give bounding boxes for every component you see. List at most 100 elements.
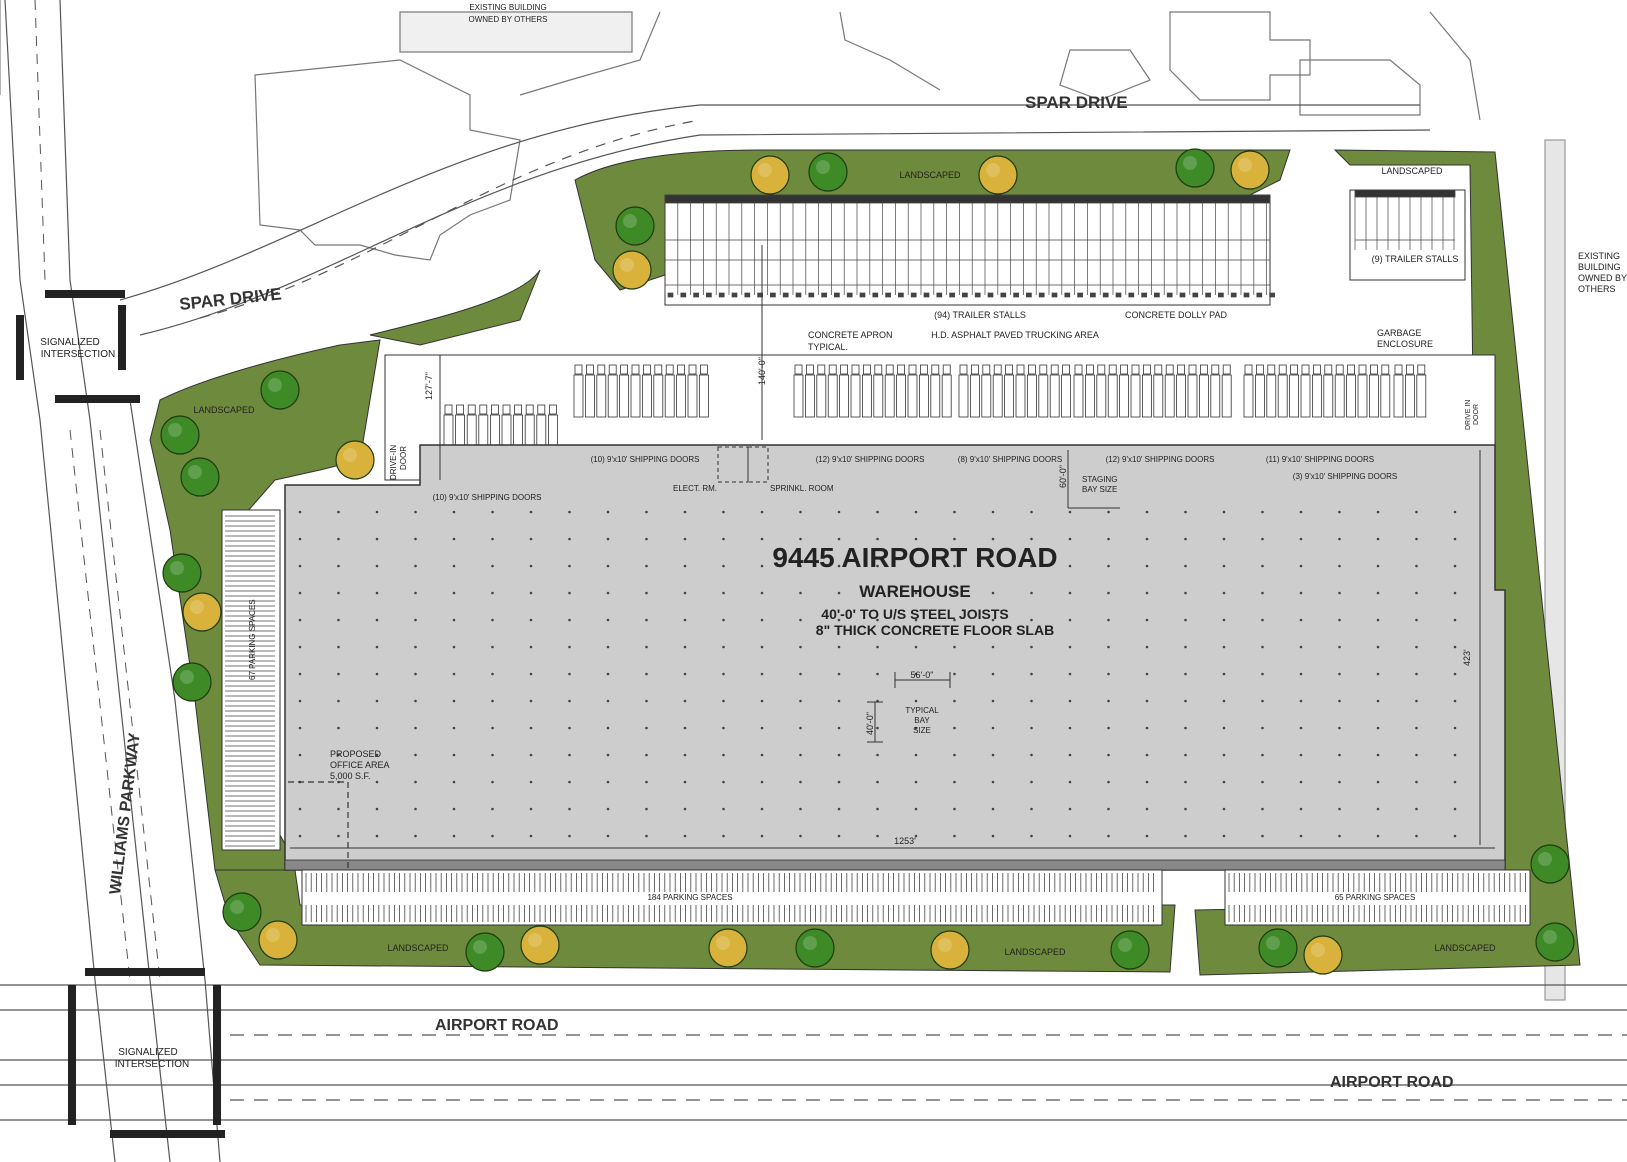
column-dot — [1145, 618, 1149, 622]
column-dot — [1184, 645, 1187, 649]
column-dot — [1338, 753, 1341, 757]
truck-cab — [1050, 364, 1059, 375]
truck-cab — [1267, 364, 1276, 375]
column-dot — [414, 510, 417, 514]
concrete-apron-label-2: TYPICAL. — [808, 342, 848, 352]
column-dot — [1453, 618, 1457, 622]
column-dot — [1338, 645, 1341, 649]
truck-trailer — [816, 374, 827, 418]
column-dot — [799, 510, 802, 514]
column-dot — [876, 645, 879, 649]
column-dot — [1415, 834, 1418, 838]
column-dot — [876, 672, 879, 676]
existing-right-4: OTHERS — [1578, 284, 1616, 294]
column-dot — [1222, 564, 1226, 568]
truck-trailer — [1038, 374, 1049, 418]
column-dot — [1376, 726, 1380, 730]
trailer-stalls-main — [0, 0, 1271, 286]
truck-trailer — [1334, 374, 1345, 418]
crosswalks — [16, 290, 225, 1138]
column-dot — [606, 699, 610, 703]
column-dot — [1222, 591, 1226, 595]
truck-trailer — [850, 374, 861, 418]
truck-trailer — [1015, 374, 1026, 418]
truck-cab — [1313, 364, 1321, 375]
dolly-pad-mark — [859, 292, 866, 298]
existing-right-3: OWNED BY — [1578, 273, 1627, 283]
column-dot — [645, 564, 648, 568]
left-depth-dim: 127'-7" — [424, 372, 434, 400]
green-tree — [465, 932, 505, 972]
column-dot — [414, 618, 417, 622]
truck-cab — [1131, 364, 1140, 375]
shipping-doors-10a: (10) 9'x10' SHIPPING DOORS — [591, 455, 700, 464]
column-dot — [1068, 645, 1072, 649]
staging-depth-dim: 60'-0" — [1058, 465, 1068, 488]
column-dot — [491, 807, 494, 811]
dolly-pad-mark — [1051, 292, 1058, 298]
column-dot — [683, 807, 687, 811]
column-dot — [1376, 699, 1380, 703]
column-dot — [1261, 753, 1264, 757]
column-dot — [1107, 780, 1110, 784]
column-dot — [876, 726, 879, 730]
column-dot — [1453, 564, 1457, 568]
column-dot — [953, 672, 956, 676]
column-dot — [375, 564, 379, 568]
drive-in-right-2: DOOR — [1473, 404, 1480, 425]
column-dot — [1030, 807, 1033, 811]
column-dot — [760, 834, 764, 838]
truck-trailer — [1164, 374, 1175, 418]
column-dot — [876, 510, 879, 514]
column-dot — [953, 753, 956, 757]
column-dot — [645, 591, 648, 595]
truck-trailer — [1266, 374, 1277, 418]
column-dot — [568, 672, 571, 676]
column-dot — [1338, 618, 1341, 622]
column-dot — [914, 564, 918, 568]
truck-cab — [1358, 364, 1367, 375]
shipping-doors-12a: (12) 9'x10' SHIPPING DOORS — [816, 455, 925, 464]
truck-trailer — [958, 374, 969, 418]
site-spec-2: 8" THICK CONCRETE FLOOR SLAB — [816, 622, 1054, 638]
landscaped-label-bottom-1: LANDSCAPED — [387, 943, 449, 953]
column-dot — [953, 618, 956, 622]
truck-cab — [971, 364, 979, 375]
dolly-pad-mark — [949, 292, 955, 298]
yellow-tree — [182, 592, 222, 632]
bay-size-marker — [867, 672, 951, 743]
column-dot — [375, 510, 379, 514]
truck-trailer — [642, 374, 652, 418]
column-dot — [491, 537, 494, 541]
column-dot — [799, 834, 802, 838]
column-dot — [837, 834, 841, 838]
column-dot — [1299, 645, 1303, 649]
column-dot — [1030, 672, 1033, 676]
yellow-tree — [335, 440, 375, 480]
truck-cab — [1120, 364, 1128, 375]
landscaped-label-left: LANDSCAPED — [193, 405, 255, 415]
column-dot — [1338, 807, 1341, 811]
column-dot — [1261, 591, 1264, 595]
column-dot — [1261, 510, 1264, 514]
existing-right-2: BUILDING — [1578, 262, 1621, 272]
column-dot — [375, 591, 379, 595]
truck-cab — [514, 404, 522, 415]
tree-highlight — [473, 940, 487, 954]
column-dot — [1068, 618, 1072, 622]
column-dot — [1261, 618, 1264, 622]
column-dot — [1184, 591, 1187, 595]
truck-cab — [1347, 364, 1355, 375]
column-dot — [645, 537, 648, 541]
column-dot — [722, 510, 725, 514]
column-dot — [760, 780, 764, 784]
column-dot — [1415, 537, 1418, 541]
truck-cab — [574, 364, 583, 375]
tree-highlight — [266, 928, 280, 942]
truck-trailer — [1346, 374, 1356, 418]
tree-highlight — [758, 163, 772, 177]
intersection-top-1: SIGNALIZED — [40, 337, 99, 348]
column-dot — [1453, 591, 1457, 595]
truck-trailer — [1107, 374, 1118, 418]
truck-cab — [920, 364, 928, 375]
